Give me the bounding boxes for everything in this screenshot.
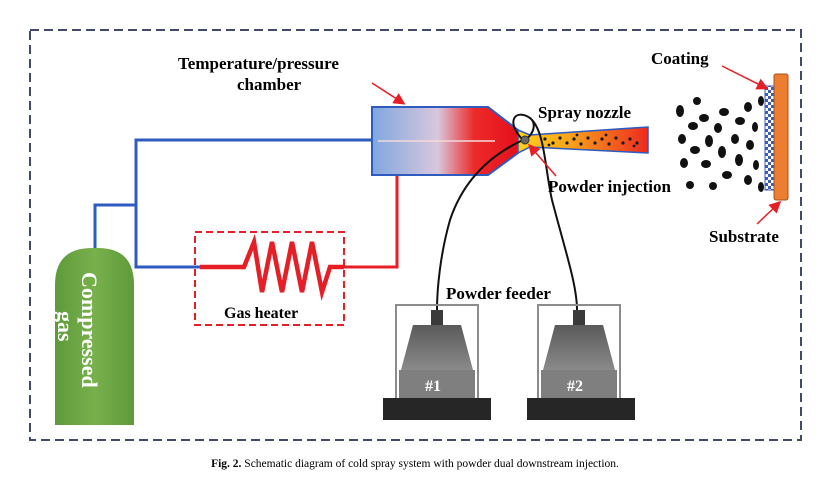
chamber-label-line1: Temperature/pressure (178, 54, 339, 73)
chamber-label-line2: chamber (237, 75, 302, 94)
spray-particles (676, 96, 764, 192)
heater-coil (200, 233, 344, 301)
powder-feeder-1: #1 (383, 304, 491, 420)
powder-feeder-2: #2 (527, 304, 635, 420)
powder-feeder-label: Powder feeder (446, 284, 551, 303)
figure-caption-text: Schematic diagram of cold spray system w… (241, 458, 619, 470)
coating-label: Coating (651, 49, 709, 68)
figure-caption: Fig. 2. Schematic diagram of cold spray … (211, 458, 619, 470)
compressed-gas-label-line1: Compressed (77, 272, 102, 388)
powder-hoses (436, 113, 578, 311)
injection-point (520, 135, 530, 145)
substrate-label: Substrate (709, 227, 779, 246)
powder-injection-label: Powder injection (548, 177, 671, 196)
gas-supply-lines (93, 138, 373, 269)
powder-injection-arrow (528, 143, 557, 177)
compressed-gas-tank: Compressed gas (53, 248, 134, 425)
feeder-2-label: #2 (567, 378, 583, 395)
compressed-gas-label-line2: gas (53, 311, 78, 342)
figure-caption-label: Fig. 2. (211, 458, 241, 470)
substrate-arrow (756, 200, 782, 225)
nozzle-particles (543, 133, 639, 148)
substrate-plate (773, 73, 789, 201)
feeder-1-label: #1 (425, 378, 441, 395)
heated-gas-line (344, 170, 399, 269)
coating-arrow (721, 65, 769, 90)
chamber-arrow (371, 82, 406, 105)
coating-layer (764, 85, 775, 191)
gas-heater-label: Gas heater (224, 305, 298, 322)
spray-nozzle-label: Spray nozzle (538, 103, 631, 122)
diagram-frame (29, 29, 802, 441)
